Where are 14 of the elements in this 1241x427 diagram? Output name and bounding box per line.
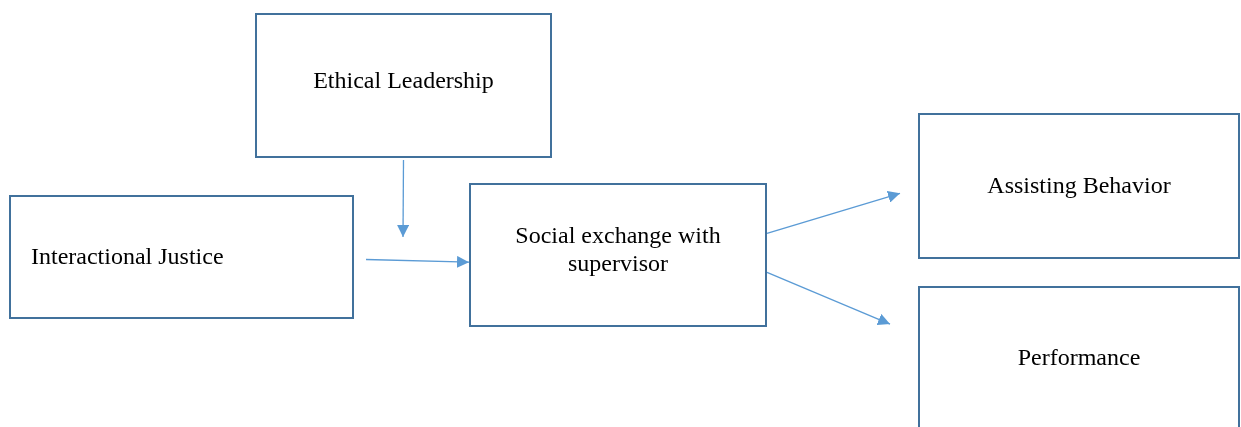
arrow <box>766 271 891 325</box>
concept-box <box>469 183 767 327</box>
arrow <box>365 255 470 268</box>
node-label: Social exchange with supervisor <box>514 222 722 278</box>
concept-box <box>918 286 1240 427</box>
concept-box <box>9 195 354 319</box>
concept-box <box>255 13 552 158</box>
concept-box <box>918 113 1240 259</box>
arrow <box>766 191 901 235</box>
node-label: Performance <box>1017 343 1141 372</box>
node-label: Ethical Leadership <box>313 66 494 95</box>
arrow <box>397 159 410 238</box>
node-label: Interactional Justice <box>31 243 224 271</box>
node-label: Assisting Behavior <box>987 172 1171 200</box>
